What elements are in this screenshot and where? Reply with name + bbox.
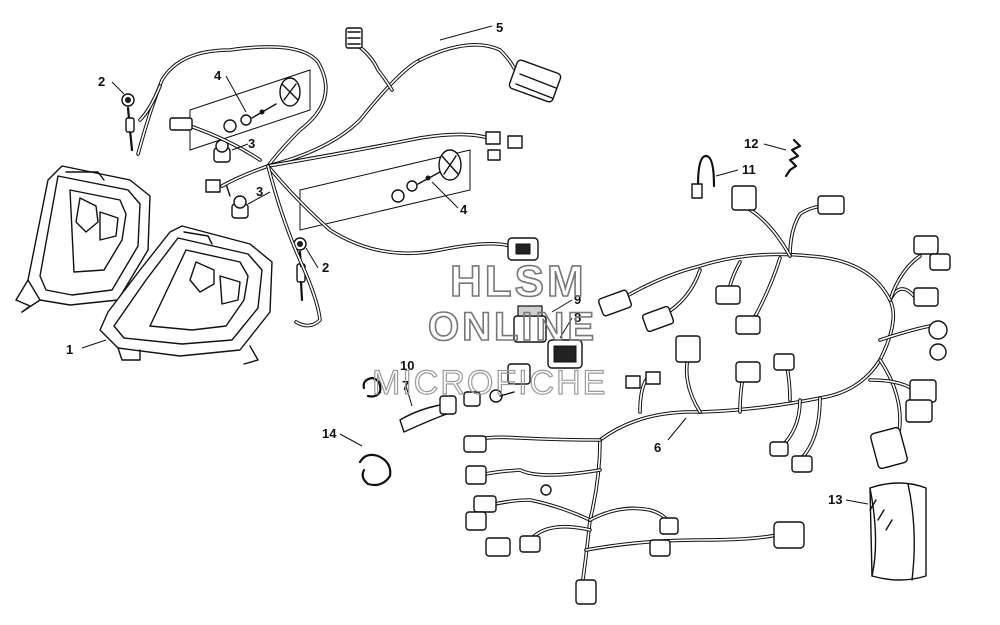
callout-11: 11 xyxy=(742,162,756,177)
watermark-line-2: ONLINE xyxy=(428,305,597,349)
watermark-line-1: HLSM xyxy=(450,257,587,306)
callout-2-lower: 2 xyxy=(322,260,329,275)
bulb-3-lower xyxy=(231,195,249,219)
callout-6: 6 xyxy=(654,440,661,455)
callout-5: 5 xyxy=(496,20,503,35)
dust-cover-lower xyxy=(299,149,471,231)
callout-13: 13 xyxy=(828,492,842,507)
headlight-assembly-right xyxy=(99,225,273,365)
retainer-ring-part-10 xyxy=(362,376,382,398)
sleeve-part-13 xyxy=(869,482,927,581)
callout-3-upper: 3 xyxy=(248,136,255,151)
callout-9: 9 xyxy=(574,292,581,307)
dust-cover-upper xyxy=(189,69,311,151)
bulb-socket-upper xyxy=(121,93,135,152)
callout-4-upper: 4 xyxy=(214,68,222,83)
callout-8: 8 xyxy=(574,310,581,325)
callout-1: 1 xyxy=(66,342,73,357)
headlight-harness xyxy=(136,27,562,328)
callout-14: 14 xyxy=(322,426,337,441)
relay-part-9 xyxy=(513,305,547,343)
callout-12: 12 xyxy=(744,136,758,151)
main-wiring-harness xyxy=(463,185,951,605)
connector-part-8 xyxy=(547,339,583,369)
clip-part-14 xyxy=(358,453,392,487)
callout-7: 7 xyxy=(402,378,409,393)
callout-3-lower: 3 xyxy=(256,184,263,199)
clamp-part-7 xyxy=(399,391,481,433)
headlight-assembly-left xyxy=(15,165,151,313)
callout-10: 10 xyxy=(400,358,414,373)
bulb-3-upper xyxy=(205,139,231,197)
callout-2-upper: 2 xyxy=(98,74,105,89)
callout-4-lower: 4 xyxy=(460,202,468,217)
cable-tie-part-11 xyxy=(691,154,716,199)
watermark-line-3: MICROFICHE xyxy=(372,364,607,402)
spring-part-12 xyxy=(784,138,802,178)
